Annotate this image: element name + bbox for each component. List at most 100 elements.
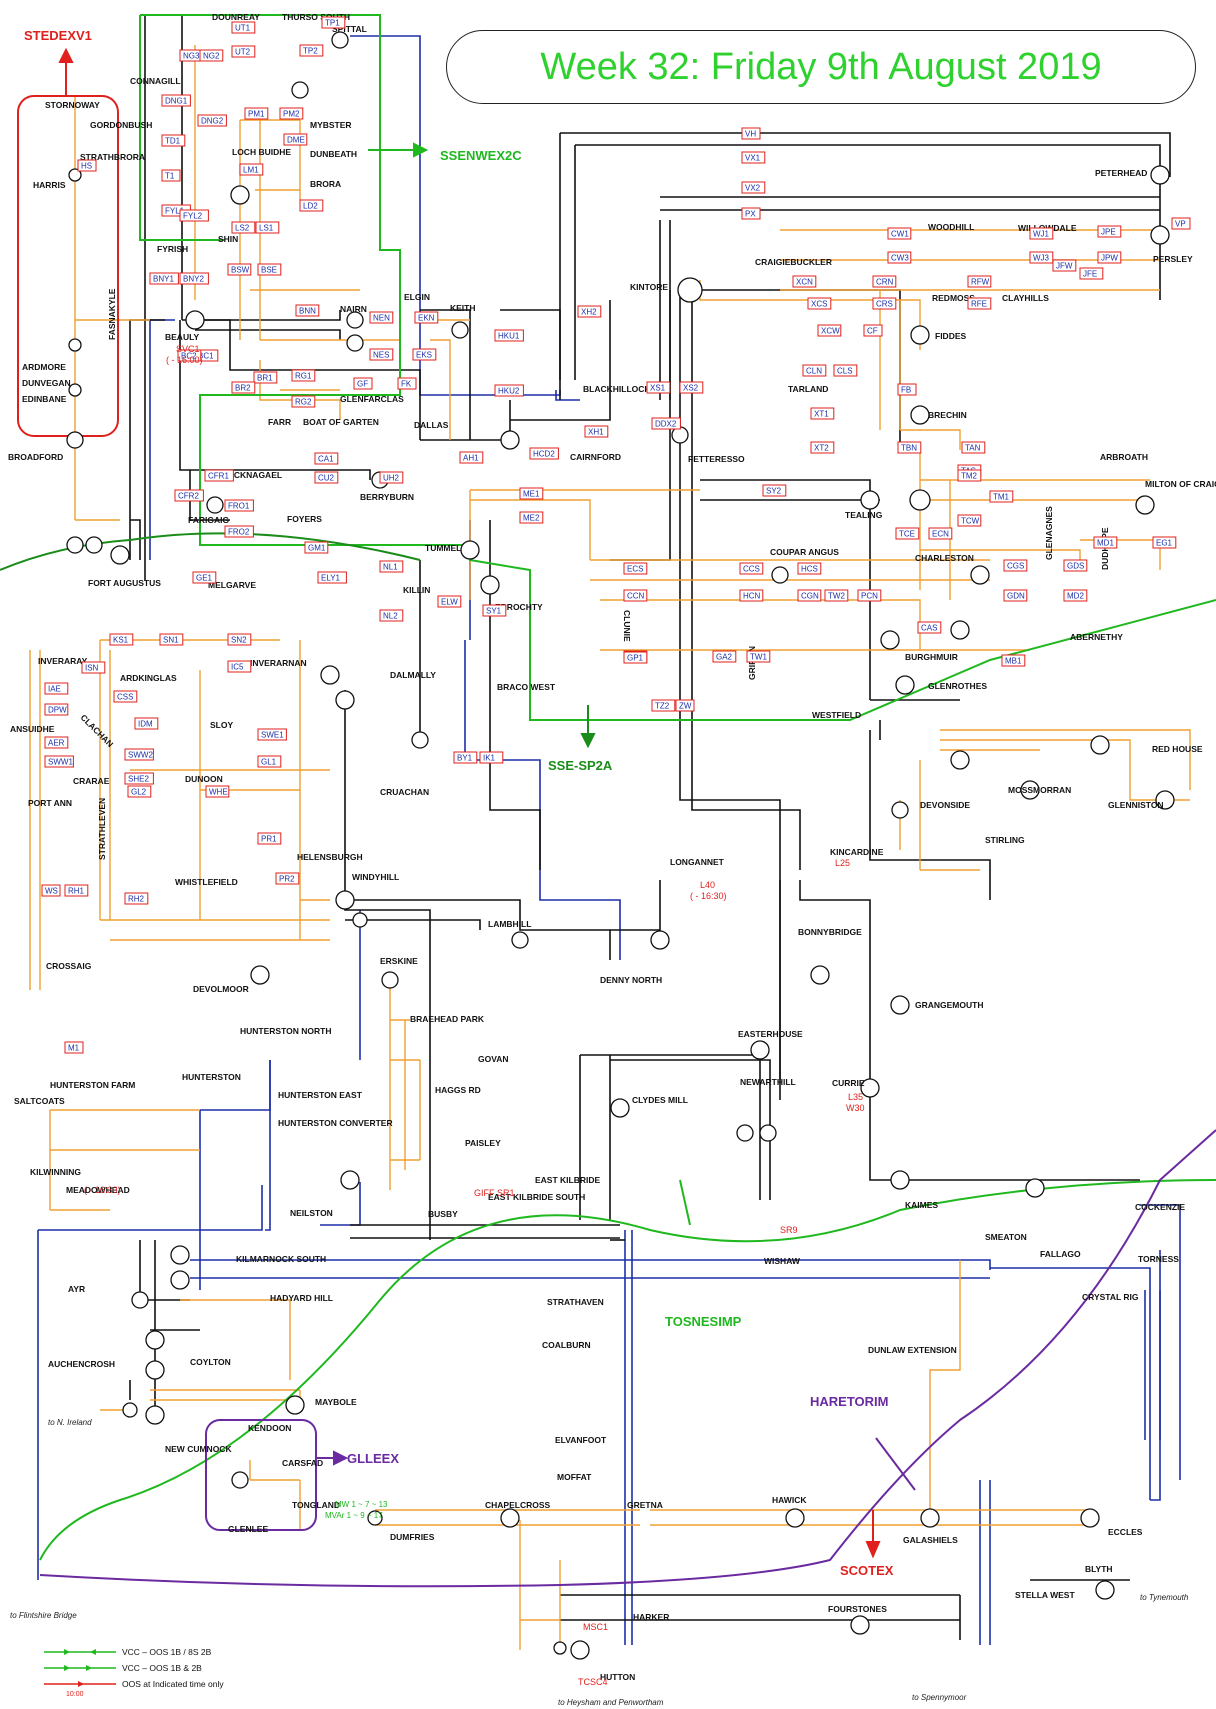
- node-label: HARKER: [633, 1612, 669, 1622]
- circuit-code-label: SWE1: [261, 731, 284, 740]
- node-label: FALLAGO: [1040, 1249, 1081, 1259]
- circuit-code-label: NG3: [183, 52, 200, 61]
- node-label: WHISTLEFIELD: [175, 877, 238, 887]
- node-label: REDMOSS: [932, 293, 975, 303]
- circuit-code-label: CAS: [921, 624, 937, 633]
- circuit-code-label: ECS: [627, 565, 643, 574]
- node-label: FOYERS: [287, 514, 322, 524]
- node-label: ERSKINE: [380, 956, 418, 966]
- circuit-code-box: XT1: [810, 407, 835, 420]
- node-label: FIDDES: [935, 331, 967, 341]
- circuit-code-label: DPW: [48, 706, 67, 715]
- circuit-code-frame: [967, 297, 992, 310]
- circuit-code-box: XH2: [577, 305, 602, 318]
- circuit-code-label: GDS: [1067, 562, 1084, 571]
- circuit-code-frame: [124, 892, 149, 905]
- circuit-code-frame: [741, 207, 761, 220]
- circuit-code-frame: [577, 305, 602, 318]
- circuit-code-frame: [887, 251, 912, 264]
- node-label: CRAIGIEBUCKLER: [755, 257, 832, 267]
- node-label: HAGGS RD: [435, 1085, 481, 1095]
- circuit-code-label: BC2: [181, 352, 197, 361]
- circuit-code-frame: [519, 487, 544, 500]
- circuit-code-box: GDN: [1003, 589, 1028, 602]
- legend-time: 10:00: [66, 1691, 84, 1698]
- node-label: SHIN: [218, 234, 238, 244]
- node-label: PORT ANN: [28, 798, 72, 808]
- circuit-code-frame: [1093, 536, 1118, 549]
- circuit-code-label: VP: [1175, 220, 1186, 229]
- node-label: SMEATON: [985, 1232, 1027, 1242]
- circuit-code-label: PR1: [261, 835, 277, 844]
- circuit-code-box: TBN: [897, 441, 922, 454]
- node-label: CLUNIE: [622, 610, 632, 642]
- circuit-code-frame: [64, 884, 89, 897]
- circuit-code-frame: [797, 589, 822, 602]
- w30-annotation: W30: [846, 1103, 865, 1113]
- circuit-code-label: WHE: [209, 788, 228, 797]
- circuit-code-box: ECN: [928, 527, 953, 540]
- circuit-code-frame: [179, 272, 209, 285]
- circuit-code-box: JPE: [1097, 225, 1122, 238]
- circuit-code-frame: [895, 527, 920, 540]
- circuit-code-label: NES: [373, 351, 389, 360]
- node-label: TARLAND: [788, 384, 828, 394]
- circuit-code-label: BR2: [235, 384, 251, 393]
- node-label: TEALING: [845, 510, 883, 520]
- circuit-code-box: NG3: [179, 49, 204, 62]
- circuit-code-box: HS: [77, 159, 97, 172]
- circuit-code-label: ISN: [85, 664, 99, 673]
- circuit-code-frame: [437, 595, 462, 608]
- circuit-code-box: FRO1: [224, 499, 254, 512]
- circuit-code-frame: [529, 447, 559, 460]
- circuit-code-box: CSS: [113, 690, 138, 703]
- circuit-code-frame: [227, 660, 252, 673]
- circuit-code-label: LD2: [303, 202, 318, 211]
- circuit-code-frame: [797, 562, 822, 575]
- circuit-code-label: T1: [165, 172, 175, 181]
- circuit-code-box: CFR1: [204, 469, 234, 482]
- node-label: DALMALLY: [390, 670, 436, 680]
- circuit-code-box: BNN: [295, 304, 320, 317]
- circuit-code-frame: [872, 275, 897, 288]
- node-label: PETERHEAD: [1095, 168, 1147, 178]
- node-label: DUNVEGAN: [22, 378, 71, 388]
- node-label: TONGLAND: [292, 1500, 340, 1510]
- circuit-code-label: TD1: [165, 137, 181, 146]
- circuit-code-label: CW3: [891, 254, 909, 263]
- circuit-code-box: FB: [897, 383, 917, 396]
- circuit-code-box: NL2: [379, 609, 404, 622]
- circuit-code-label: AER: [48, 739, 65, 748]
- red-annotations: SVC1 ( - 16:00) L40 ( - 16:30) L25 L35 W…: [84, 344, 865, 1687]
- node-label: FARR: [268, 417, 291, 427]
- node-label: STRATHAVEN: [547, 1297, 604, 1307]
- circuit-code-label: BNY1: [153, 275, 174, 284]
- circuit-code-label: HCS: [801, 565, 818, 574]
- circuit-code-label: SY2: [766, 487, 782, 496]
- circuit-code-frame: [863, 324, 883, 337]
- circuit-code-frame: [519, 511, 544, 524]
- circuit-code-box: WJ3: [1029, 251, 1054, 264]
- circuit-code-label: SN2: [231, 636, 247, 645]
- flintshire-label: to Flintshire Bridge: [10, 1611, 77, 1620]
- node-label: SALTCOATS: [14, 1096, 65, 1106]
- circuit-code-box: UH2: [379, 471, 404, 484]
- circuit-code-frame: [44, 755, 74, 768]
- tcsc4-annotation: TCSC4: [578, 1677, 608, 1687]
- node-label: NEW CUMNOCK: [165, 1444, 232, 1454]
- circuit-code-box: PCN: [857, 589, 882, 602]
- circuit-code-label: TBN: [901, 444, 917, 453]
- circuit-code-box: HCD2: [529, 447, 559, 460]
- circuit-code-frame: [928, 527, 953, 540]
- circuit-code-box: BNY1: [149, 272, 179, 285]
- circuit-code-box: NL1: [379, 560, 404, 573]
- node-label: DEVOLMOOR: [193, 984, 249, 994]
- circuit-code-box: EKN: [414, 311, 439, 324]
- title-box: Week 32: Friday 9th August 2019: [446, 30, 1196, 104]
- circuit-code-label: HCN: [743, 592, 761, 601]
- spennymoor-label: to Spennymoor: [912, 1693, 967, 1702]
- circuit-code-box: LD2: [299, 199, 324, 212]
- node-label: GRANGEMOUTH: [915, 1000, 983, 1010]
- node-label: HUNTERSTON FARM: [50, 1080, 135, 1090]
- circuit-code-label: GF: [357, 380, 368, 389]
